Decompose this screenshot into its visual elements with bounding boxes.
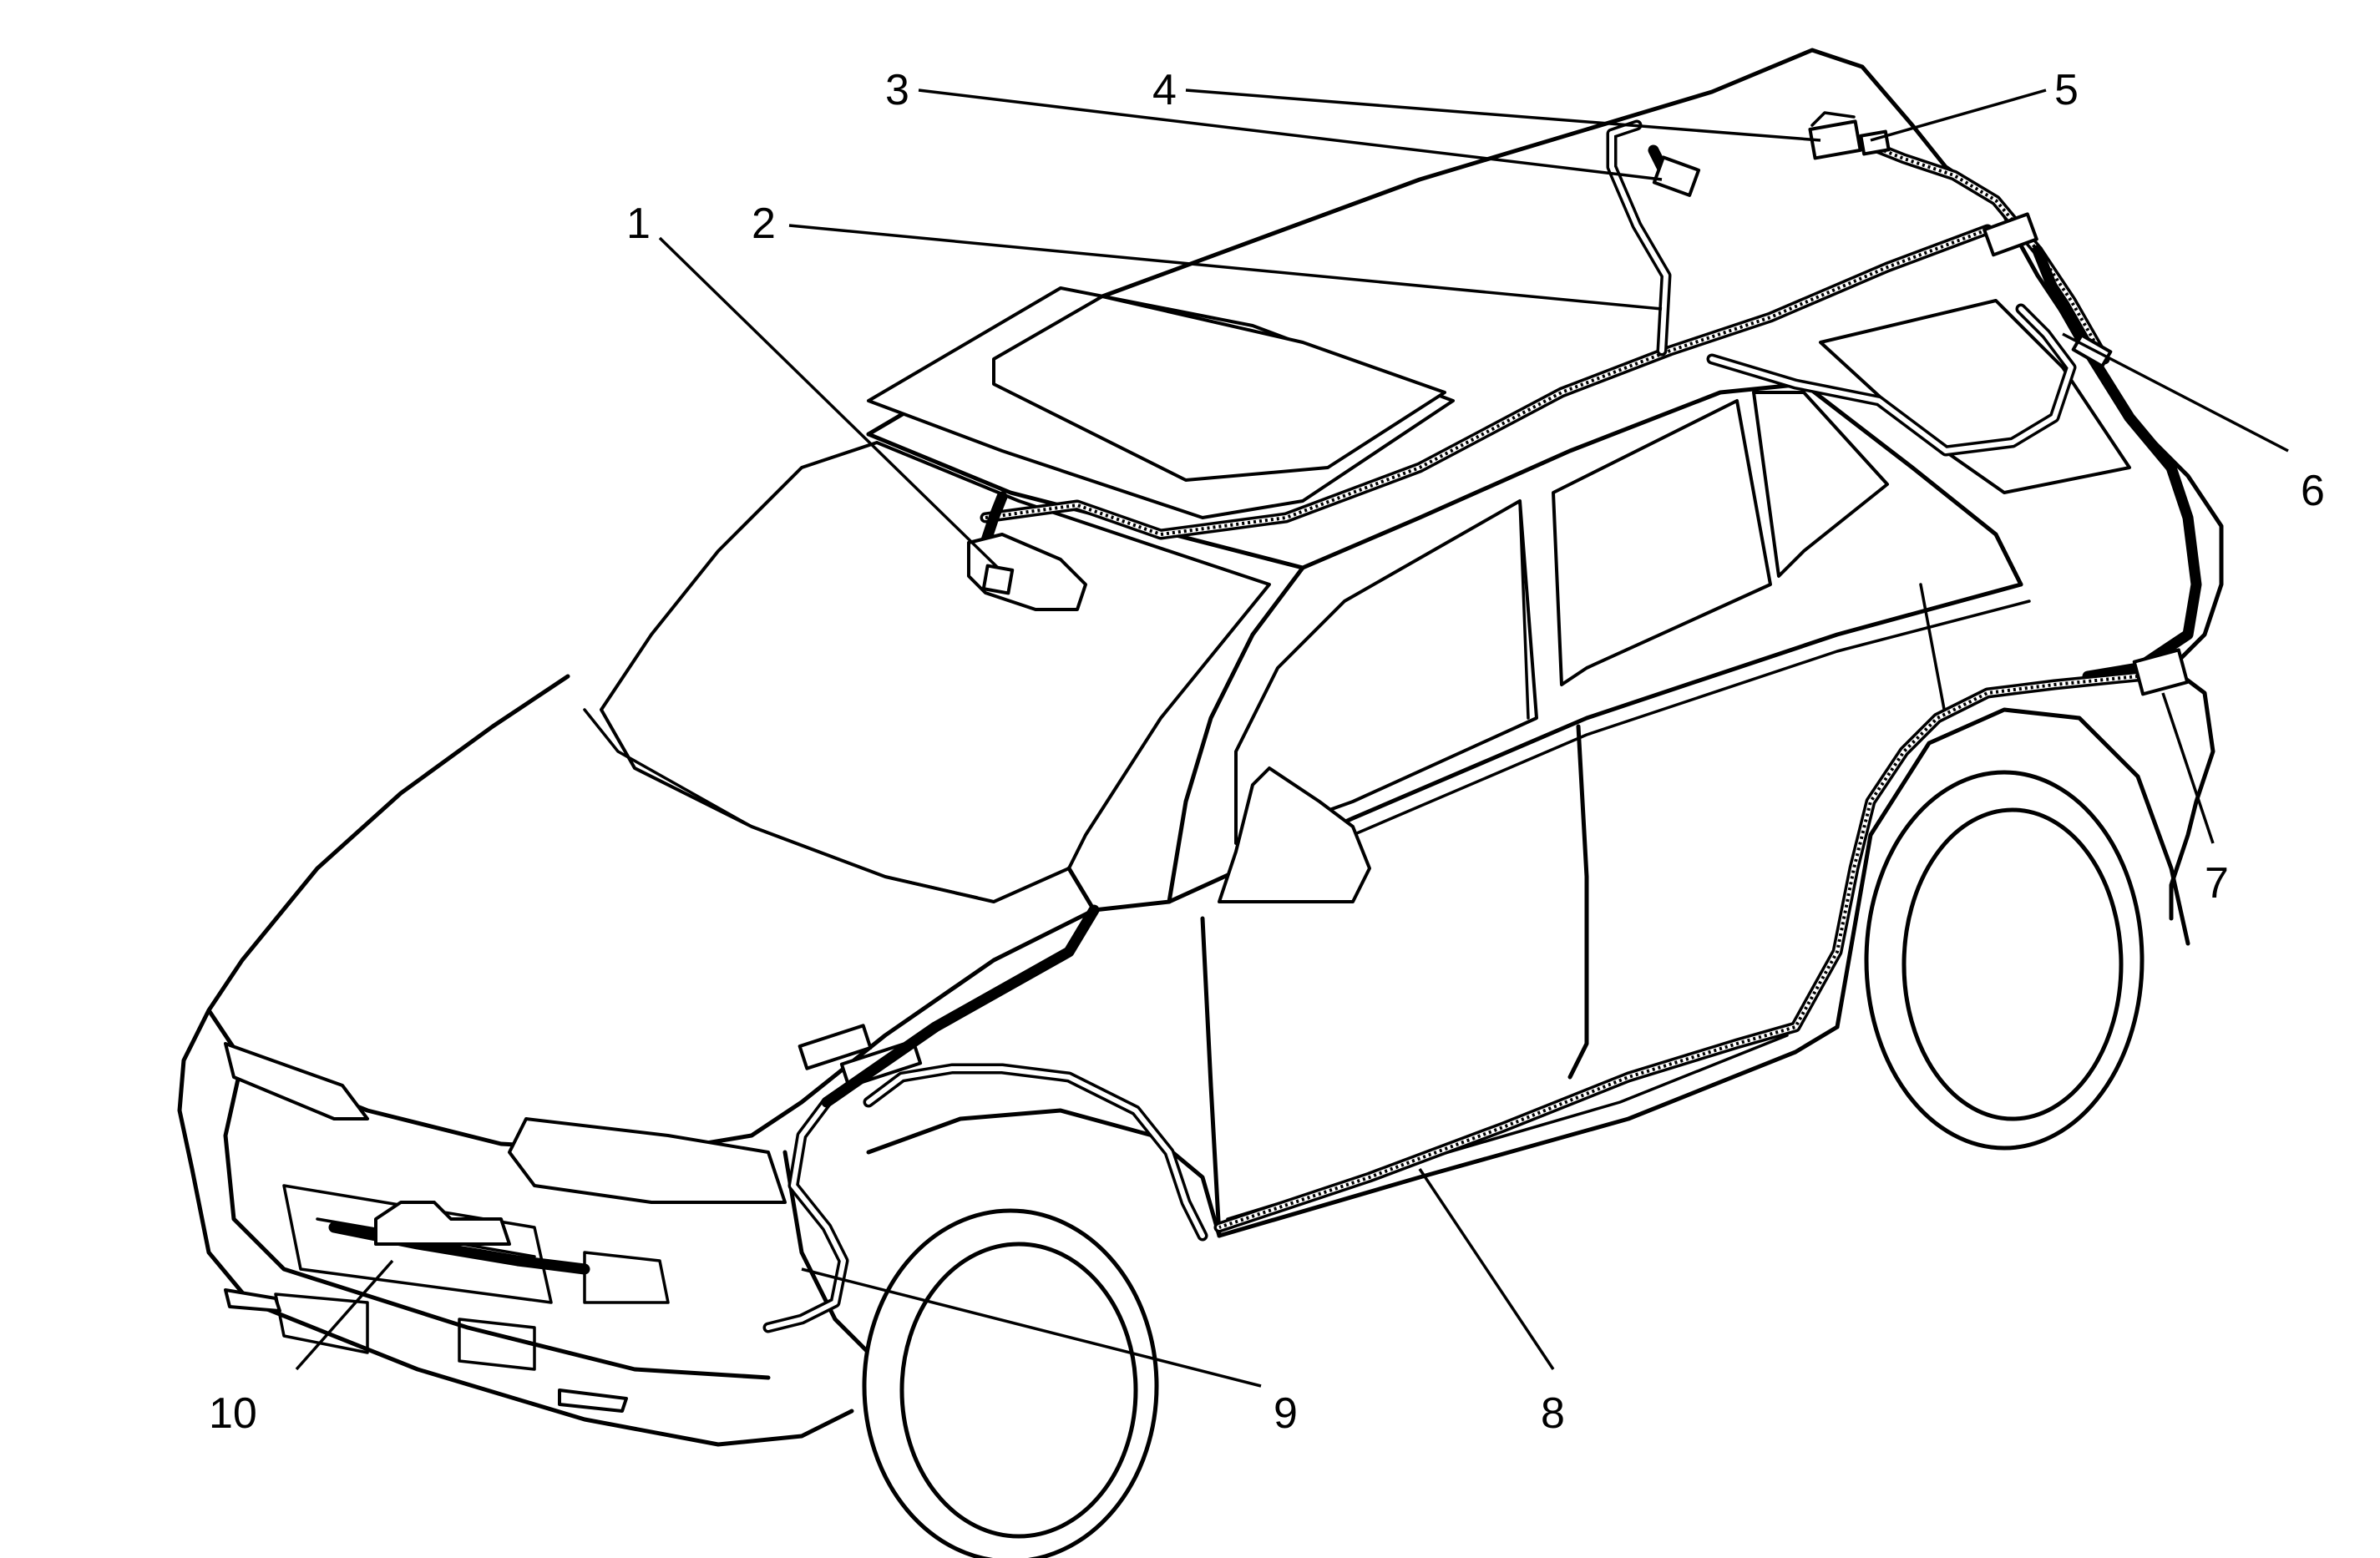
leader-9 [801, 1267, 1262, 1388]
fuse-block-1 [798, 1024, 873, 1070]
callout-8: 8 [1541, 1389, 1565, 1438]
leader-5 [1870, 89, 2047, 142]
quarter-window [1752, 391, 1889, 578]
leader-2 [788, 224, 1663, 311]
liftgate-connector [1808, 119, 1862, 160]
callout-4: 4 [1152, 66, 1177, 114]
callout-2: 2 [752, 200, 776, 248]
rear-door-window [1552, 399, 1772, 686]
vehicle-body [177, 48, 2224, 1558]
leader-10 [295, 1259, 394, 1371]
callout-labels: 1 2 3 4 5 6 7 8 9 10 [209, 66, 2325, 1438]
headlamp-right [508, 1117, 787, 1204]
callout-10: 10 [209, 1389, 257, 1438]
rear-body-connector [2132, 648, 2190, 696]
leader-8 [1418, 1168, 1555, 1370]
wiring-harness [328, 119, 2202, 1333]
leader-lines [295, 89, 2289, 1388]
callout-1: 1 [626, 200, 651, 248]
callout-6: 6 [2301, 467, 2325, 515]
components [374, 111, 2190, 1246]
outside-mirror [1218, 766, 1371, 903]
leader-1 [658, 236, 1000, 569]
leader-6 [2062, 332, 2289, 453]
leader-7 [2161, 692, 2215, 844]
callout-5: 5 [2054, 66, 2079, 114]
grille-emblem [374, 1201, 511, 1246]
overhead-connector [1652, 155, 1701, 197]
roof-junction-block [1982, 212, 2038, 257]
callout-9: 9 [1274, 1389, 1298, 1438]
callout-3: 3 [885, 66, 909, 114]
headlamp-left [224, 1042, 369, 1120]
windshield [600, 441, 1271, 903]
leader-4 [1185, 89, 1821, 142]
callout-7: 7 [2205, 859, 2229, 908]
leader-3 [918, 89, 1663, 181]
